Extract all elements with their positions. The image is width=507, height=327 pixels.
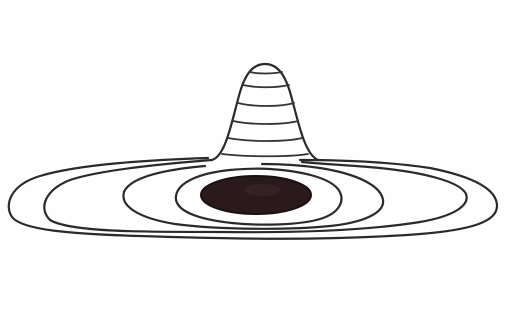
peak-stripe-4 [233,121,298,124]
peak-outline [212,64,318,160]
center-highlight [244,184,280,196]
peak-stripe-5 [228,138,302,141]
peak-stripe-2 [243,85,289,87]
peak-stripe-6 [222,154,308,156]
peak-stripe-3 [238,103,294,106]
peak-stripe-1 [250,72,282,74]
